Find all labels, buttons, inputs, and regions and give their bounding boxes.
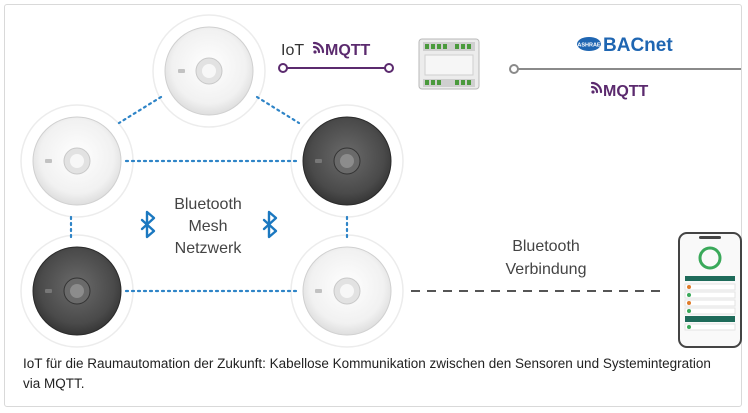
mqtt-label: MQTT [603,83,649,100]
mqtt-connection-line [278,63,394,73]
figure-caption: IoT für die Raumautomation der Zukunft: … [23,356,711,391]
smartphone [678,232,742,348]
ashrae-label: ASHRAE [577,43,601,49]
sensor-left-upper [20,104,134,218]
bacnet-label: BACnet [603,35,673,56]
bluetooth-icon [262,210,278,239]
mesh-label-line-1: Bluetooth [174,196,242,213]
bacnet-logo: ASHRAE BACnet [577,35,673,56]
sensor-left-lower [20,234,134,348]
mesh-label-line-2: Mesh [188,218,227,235]
figure-diagram: Bluetooth Mesh Netzwerk IoT MQTT [11,11,745,349]
bt-connection-label-line-2: Verbindung [506,261,587,278]
mesh-label-line-3: Netzwerk [175,240,243,257]
gateway-device [418,38,480,90]
mqtt-logo: MQTT [312,41,371,59]
mesh-connections [69,95,349,293]
bluetooth-icon [140,210,156,239]
figure-frame: Bluetooth Mesh Netzwerk IoT MQTT [4,4,742,407]
sensor-right-upper [290,104,404,218]
mqtt-logo: MQTT [590,81,649,100]
bacnet-connection-line [509,64,741,74]
bt-connection-label-line-1: Bluetooth [512,238,580,255]
sensor-right-lower [290,234,404,348]
sensor-top [152,14,266,128]
mqtt-label: MQTT [325,42,371,59]
iot-label: IoT [281,42,304,59]
